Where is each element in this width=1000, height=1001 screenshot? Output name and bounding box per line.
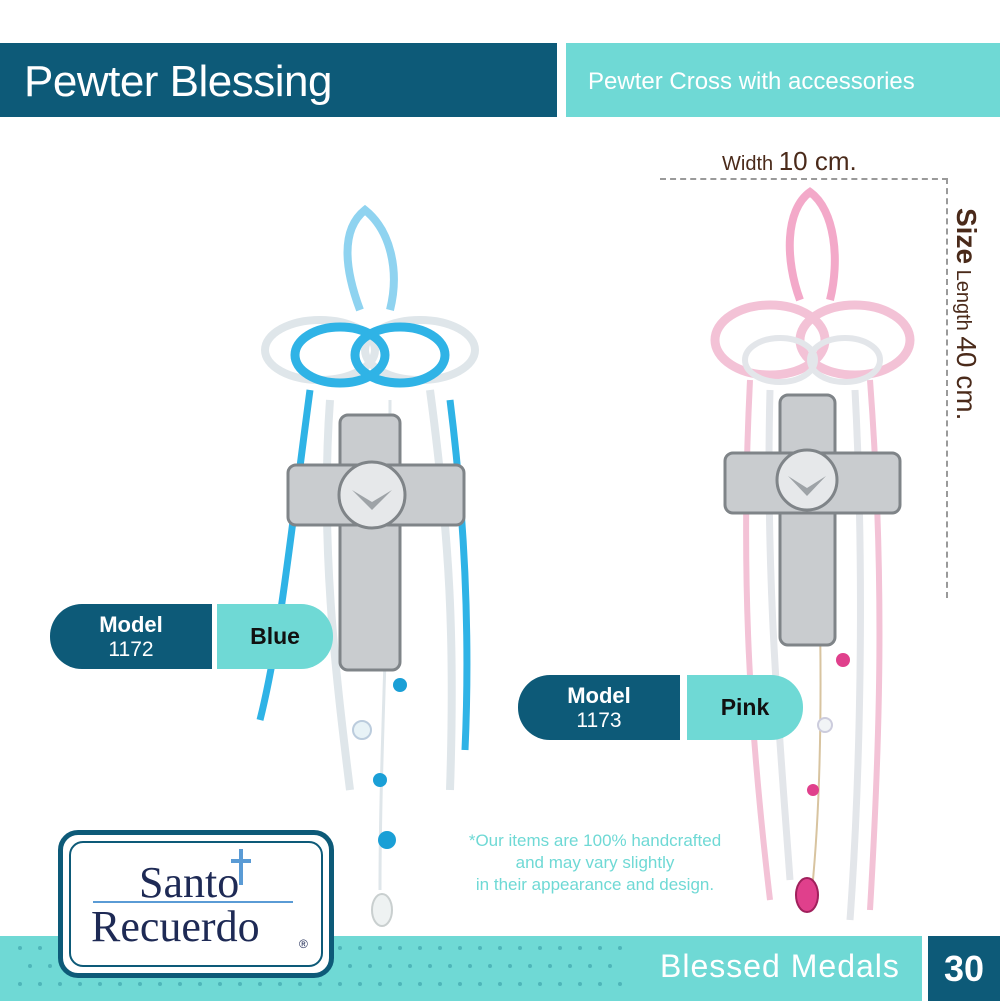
brand-logo: Santo Recuerdo ®	[58, 830, 334, 978]
logo-inner-border	[69, 841, 323, 967]
note-line: and may vary slightly	[515, 853, 675, 872]
dot-pattern	[18, 946, 622, 986]
logo-divider	[93, 901, 293, 903]
note-line: *Our items are 100% handcrafted	[468, 831, 722, 850]
color-blue-badge: Blue	[217, 604, 333, 669]
length-dimension: Size Length 40 cm.	[950, 208, 982, 420]
model-1172-badge: Model 1172	[50, 604, 212, 669]
length-label: Length	[952, 269, 974, 331]
blue-bow-right	[350, 322, 450, 388]
section-label: Blessed Medals	[660, 948, 900, 984]
blue-cross-image	[256, 204, 479, 927]
model-label: Model	[567, 683, 631, 708]
page-title: Pewter Blessing	[24, 57, 332, 106]
pink-cross-image	[710, 187, 915, 921]
registered-mark: ®	[299, 937, 308, 951]
page-number: 30	[928, 936, 1000, 1001]
brand-line1: Santo	[139, 858, 240, 907]
cross-icon	[231, 849, 251, 885]
width-label: Width	[722, 153, 774, 175]
width-dimension: Width 10 cm.	[722, 146, 857, 177]
title-bar: Pewter Blessing	[0, 43, 557, 117]
pink-pewter-cross	[723, 393, 902, 647]
brand-line2: Recuerdo	[91, 902, 260, 951]
pink-loop	[785, 187, 839, 302]
color-pink-badge: Pink	[687, 675, 803, 740]
blue-bow-left	[290, 322, 390, 388]
size-label: Size	[951, 208, 982, 265]
length-guide-line	[946, 178, 948, 598]
model-1173-badge: Model 1173	[518, 675, 680, 740]
color-name: Blue	[250, 623, 300, 649]
model-label: Model	[99, 612, 163, 637]
model-number: 1173	[576, 709, 622, 732]
handcrafted-note: *Our items are 100% handcrafted and may …	[440, 830, 750, 896]
subtitle-bar: Pewter Cross with accessories	[566, 43, 1000, 117]
blue-pewter-cross	[286, 413, 466, 672]
page-subtitle: Pewter Cross with accessories	[588, 68, 915, 95]
color-name: Pink	[720, 694, 770, 720]
length-value: 40 cm.	[951, 336, 982, 421]
width-value: 10 cm.	[778, 146, 857, 176]
blue-loop	[343, 204, 398, 312]
model-number: 1172	[108, 638, 154, 661]
width-guide-line	[660, 178, 948, 180]
note-line: in their appearance and design.	[475, 875, 715, 894]
